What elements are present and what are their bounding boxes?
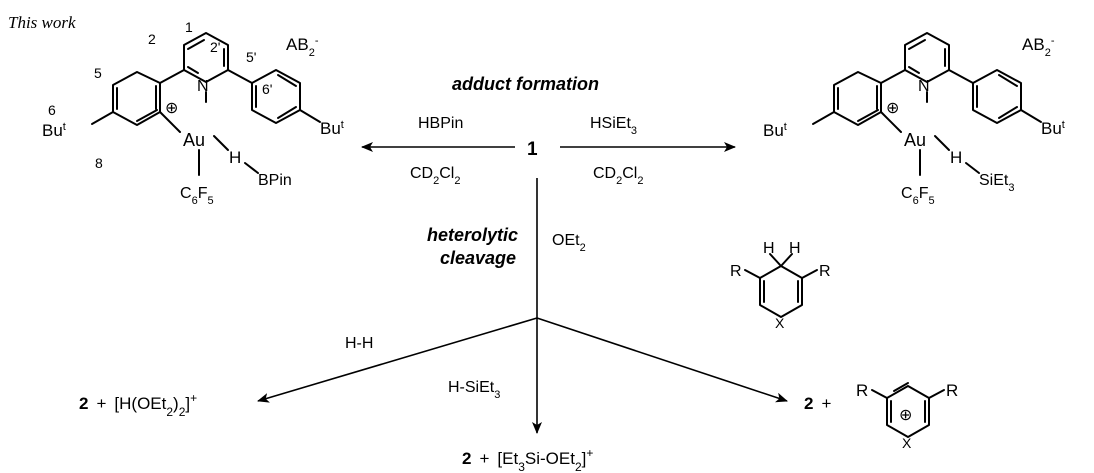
svg-text:2: 2 xyxy=(148,31,156,47)
right-solvent: CD2Cl2 xyxy=(593,165,643,187)
svg-text:R: R xyxy=(856,381,868,400)
svg-text:But: But xyxy=(763,121,787,140)
left-solvent: CD2Cl2 xyxy=(410,165,460,187)
svg-text:1: 1 xyxy=(185,19,193,35)
adduct-formation-label: adduct formation xyxy=(452,74,599,94)
svg-text:R: R xyxy=(730,263,742,280)
svg-text:But: But xyxy=(1041,119,1065,138)
cleavage-label: cleavage xyxy=(440,248,516,268)
svg-text:AB2-: AB2- xyxy=(1022,35,1055,59)
svg-text:H: H xyxy=(950,148,962,167)
svg-text:Au: Au xyxy=(904,130,926,150)
hh-product: 2+[H(OEt2)2]+ xyxy=(79,391,197,419)
svg-text:⊕: ⊕ xyxy=(899,407,912,424)
svg-text:X: X xyxy=(902,435,912,451)
dihydro-reagent: H H R R X xyxy=(730,240,831,331)
header-label: This work xyxy=(8,13,76,32)
svg-text:But: But xyxy=(320,119,344,138)
svg-text:N: N xyxy=(918,78,930,95)
svg-text:H: H xyxy=(763,240,775,257)
oet2-label: OEt2 xyxy=(552,232,586,254)
hsiet3-label: H-SiEt3 xyxy=(448,379,500,401)
svg-text:6: 6 xyxy=(48,102,56,118)
svg-text:But: But xyxy=(42,121,66,140)
svg-text:5': 5' xyxy=(246,49,256,65)
hh-label: H-H xyxy=(345,335,373,352)
si-product: 2+[Et3Si-OEt2]+ xyxy=(462,446,593,473)
svg-text:AB2-: AB2- xyxy=(286,35,319,59)
svg-text:5: 5 xyxy=(94,65,102,81)
heterolytic-label: heterolytic xyxy=(427,225,518,245)
svg-text:X: X xyxy=(775,315,785,331)
svg-text:C6F5: C6F5 xyxy=(180,185,214,207)
left-complex: N Au ⊕ H BPin C6F5 But But AB2- 1 2 2' 5… xyxy=(42,19,344,207)
svg-text:Au: Au xyxy=(183,130,205,150)
right-complex: N Au ⊕ H SiEt3 C6F5 But But AB2- xyxy=(763,32,1065,207)
svg-text:8: 8 xyxy=(95,155,103,171)
svg-text:BPin: BPin xyxy=(258,172,292,189)
svg-text:R: R xyxy=(946,381,958,400)
arene-product: 2+ xyxy=(804,394,831,413)
svg-text:⊕: ⊕ xyxy=(886,100,899,117)
pyridinium-product: R R X ⊕ xyxy=(856,381,958,451)
svg-text:⊕: ⊕ xyxy=(165,100,178,117)
arrow-hh xyxy=(257,317,538,403)
svg-text:2': 2' xyxy=(210,39,220,55)
svg-text:H: H xyxy=(229,148,241,167)
arrow-arene xyxy=(536,317,788,403)
left-reagent: HBPin xyxy=(418,115,463,132)
svg-text:6': 6' xyxy=(262,81,272,97)
svg-text:SiEt3: SiEt3 xyxy=(979,172,1014,194)
right-reagent: HSiEt3 xyxy=(590,115,637,137)
svg-text:H: H xyxy=(789,240,801,257)
svg-text:R: R xyxy=(819,263,831,280)
svg-text:C6F5: C6F5 xyxy=(901,185,935,207)
compound-1: 1 xyxy=(527,139,538,160)
svg-text:N: N xyxy=(197,78,209,95)
